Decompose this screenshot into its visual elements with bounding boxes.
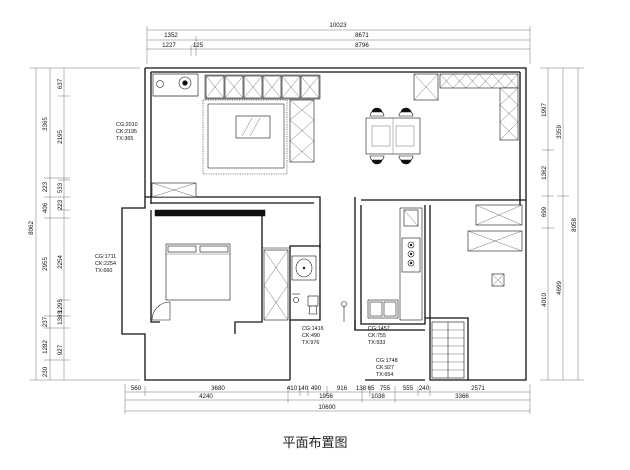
bathroom-fixtures: [291, 255, 347, 322]
dim-top-1227: 1227: [162, 42, 176, 49]
dim-left-1383: 1383: [57, 311, 64, 325]
dim-left-533: 533: [57, 182, 64, 193]
dim-left-overall: 8062: [28, 221, 35, 235]
dim-left-927: 927: [57, 344, 64, 355]
dining-table: [365, 107, 421, 165]
svg-text:TX:365: TX:365: [116, 136, 133, 142]
kitchen-note: CG:1457 CK:755 TX:933: [368, 326, 390, 346]
dim-right-3359: 3359: [556, 125, 563, 139]
basin-icon: [295, 258, 313, 278]
dim-left-1295: 1295: [57, 299, 64, 313]
dim-bottom-65: 65: [368, 385, 375, 392]
svg-text:CG:2010: CG:2010: [116, 122, 138, 128]
bedroom-note: CG:1711 CK:2254 TX:660: [95, 254, 116, 274]
dim-bottom-2571: 2571: [471, 385, 485, 392]
dim-right-699: 699: [541, 206, 548, 217]
dim-right-1997: 1997: [541, 103, 548, 117]
dim-bottom-3366: 3366: [455, 393, 469, 400]
dim-left-637: 637: [57, 78, 64, 89]
dim-bottom-138: 138: [356, 385, 367, 392]
bedroom-door-swing: [151, 301, 171, 321]
dim-bottom-555: 555: [403, 385, 414, 392]
dim-top-overall: 10023: [329, 22, 347, 29]
dim-left-406: 406: [42, 202, 49, 213]
dim-bottom-560: 560: [131, 385, 142, 392]
dim-bottom-1956: 1956: [319, 393, 333, 400]
wardrobe: [263, 249, 289, 321]
svg-text:CK:2254: CK:2254: [95, 261, 116, 267]
dim-right-4010: 4010: [541, 293, 548, 307]
kitchen-fixtures: [367, 207, 423, 321]
dim-left-1282: 1282: [42, 340, 49, 354]
svg-text:CK:927: CK:927: [376, 365, 394, 371]
dim-bottom-240: 240: [419, 385, 430, 392]
svg-text:CG:1457: CG:1457: [368, 326, 390, 332]
dim-bottom-916: 916: [337, 385, 348, 392]
dim-right-1362: 1362: [541, 166, 548, 180]
dim-bottom-4240: 4240: [199, 393, 213, 400]
dim-left-230: 230: [42, 366, 49, 377]
dim-right-4699: 4699: [556, 281, 563, 295]
dim-left-2254: 2254: [57, 255, 64, 269]
dim-bottom-755: 755: [380, 385, 391, 392]
dim-bottom-490: 490: [311, 385, 322, 392]
sofa-chaise: [289, 99, 315, 163]
utility-corner: [152, 73, 199, 97]
sofa-and-rug: [202, 74, 321, 175]
washer-drum-icon: [178, 76, 192, 90]
svg-text:CK:755: CK:755: [368, 333, 386, 339]
dim-top-8671: 8671: [355, 32, 369, 39]
walls: [121, 67, 527, 381]
svg-text:TX:660: TX:660: [95, 268, 112, 274]
left-balcony-cabinet: [151, 182, 197, 198]
dim-bottom-410: 410: [287, 385, 298, 392]
sofa-cushion-row: [205, 75, 320, 99]
svg-text:TX:933: TX:933: [368, 340, 385, 346]
floor-drain-icon: [341, 301, 347, 307]
right-room-cabinets: [467, 204, 523, 287]
dim-right-overall: 8058: [571, 218, 578, 232]
dim-bottom-1038: 1038: [371, 393, 385, 400]
top-right-cabinets: [413, 73, 519, 141]
dim-left-3365: 3365: [42, 117, 49, 131]
bottom-dimension-lines: 560 3680 410 140 490 916 138 65 755 555 …: [124, 384, 531, 414]
svg-text:CG:1711: CG:1711: [95, 254, 116, 260]
dim-top-1352: 1352: [164, 32, 178, 39]
dim-left-237: 237: [42, 316, 49, 327]
coffee-table: [235, 115, 271, 139]
svg-text:CG:1416: CG:1416: [302, 326, 324, 332]
living-room-note: CG:2010 CK:2195 TX:365: [116, 122, 138, 142]
drawing-caption: 平面布置图: [282, 436, 348, 451]
toilet-icon: [307, 295, 319, 307]
dim-left-223b: 223: [57, 199, 64, 210]
dim-bottom-140: 140: [298, 385, 309, 392]
right-dimension-lines: 1997 1362 699 4010 3359 4699 8058: [540, 67, 584, 381]
staircase: [431, 321, 465, 379]
stair-note: CG:1748 CK:927 TX:654: [376, 358, 398, 378]
dim-left-2195: 2195: [57, 130, 64, 144]
dim-top-125: 125: [193, 42, 204, 49]
svg-text:CK:490: CK:490: [302, 333, 320, 339]
dim-left-2955: 2955: [42, 257, 49, 271]
left-dimension-lines: 8062 3365 223 406 2955 237 1282 230 637 …: [28, 67, 140, 381]
dining-chair-icon: [369, 107, 414, 165]
kitchen-sink-icon: [367, 299, 399, 319]
svg-text:TX:654: TX:654: [376, 372, 393, 378]
headboard-shelf: [154, 209, 266, 217]
dim-bottom-3680: 3680: [211, 385, 225, 392]
area-rug: [202, 99, 288, 175]
svg-text:CK:2195: CK:2195: [116, 129, 137, 135]
double-bed: [165, 243, 231, 301]
svg-text:TX:976: TX:976: [302, 340, 319, 346]
svg-text:CG:1748: CG:1748: [376, 358, 398, 364]
top-dimension-lines: 10023 1352 8671 1227 125 8796: [146, 22, 531, 64]
dim-bottom-overall: 10600: [318, 404, 336, 411]
bathroom-note: CG:1416 CK:490 TX:976: [302, 326, 324, 346]
bedroom: [151, 209, 289, 323]
dim-top-8796: 8796: [355, 42, 369, 49]
dim-left-223a: 223: [42, 181, 49, 192]
